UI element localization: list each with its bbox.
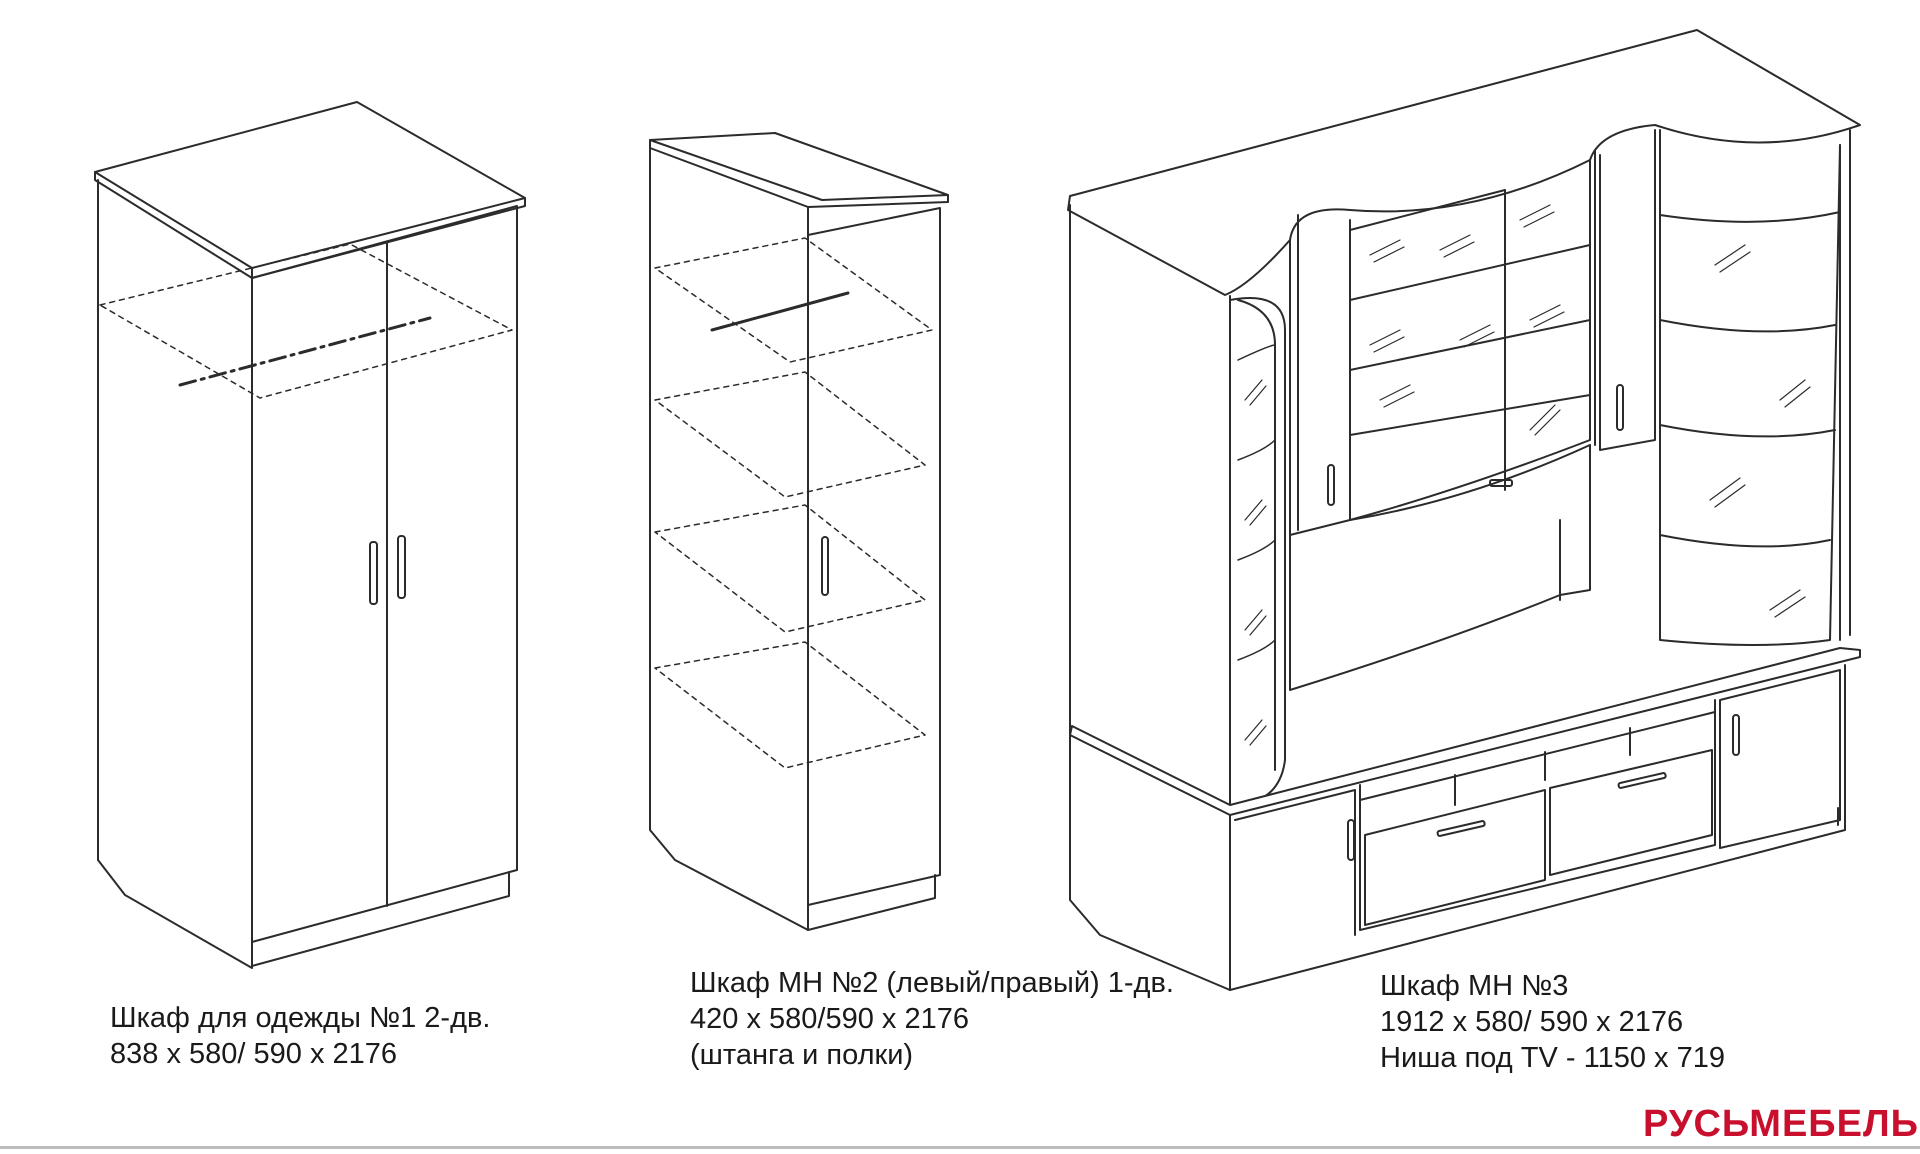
wall-unit-3-drawing <box>1067 29 1861 991</box>
bottom-divider <box>0 1146 1920 1149</box>
wardrobe-1-dimensions: 838 x 580/ 590 x 2176 <box>110 1038 398 1070</box>
wall-unit-3-name: Шкаф МН №3 <box>1380 970 1569 1002</box>
caption-wardrobe-1: Шкаф для одежды №1 2-дв. 838 x 580/ 590 … <box>110 1000 490 1072</box>
wardrobe-2-contents-note: (штанга и полки) <box>690 1039 914 1071</box>
caption-wardrobe-2: Шкаф МН №2 (левый/правый) 1-дв. 420 x 58… <box>690 965 1174 1073</box>
wardrobe-1-name: Шкаф для одежды №1 2-дв. <box>110 1002 491 1034</box>
wardrobe-1-drawing <box>94 101 526 969</box>
wardrobe-2-dimensions: 420 x 580/590 x 2176 <box>690 1003 969 1035</box>
wardrobe-2-drawing <box>649 132 949 931</box>
wall-unit-3-dimensions: 1912 x 580/ 590 x 2176 <box>1380 1006 1684 1038</box>
brand-logo: РУСЬМЕБЕЛЬ <box>1633 1100 1918 1148</box>
caption-wall-unit-3: Шкаф МН №3 1912 x 580/ 590 x 2176 Ниша п… <box>1380 968 1725 1076</box>
wall-unit-3-tv-niche: Ниша под TV - 1150 x 719 <box>1380 1042 1725 1074</box>
brand-name: РУСЬМЕБЕЛЬ <box>1643 1102 1919 1145</box>
wardrobe-2-name: Шкаф МН №2 (левый/правый) 1-дв. <box>690 967 1174 999</box>
